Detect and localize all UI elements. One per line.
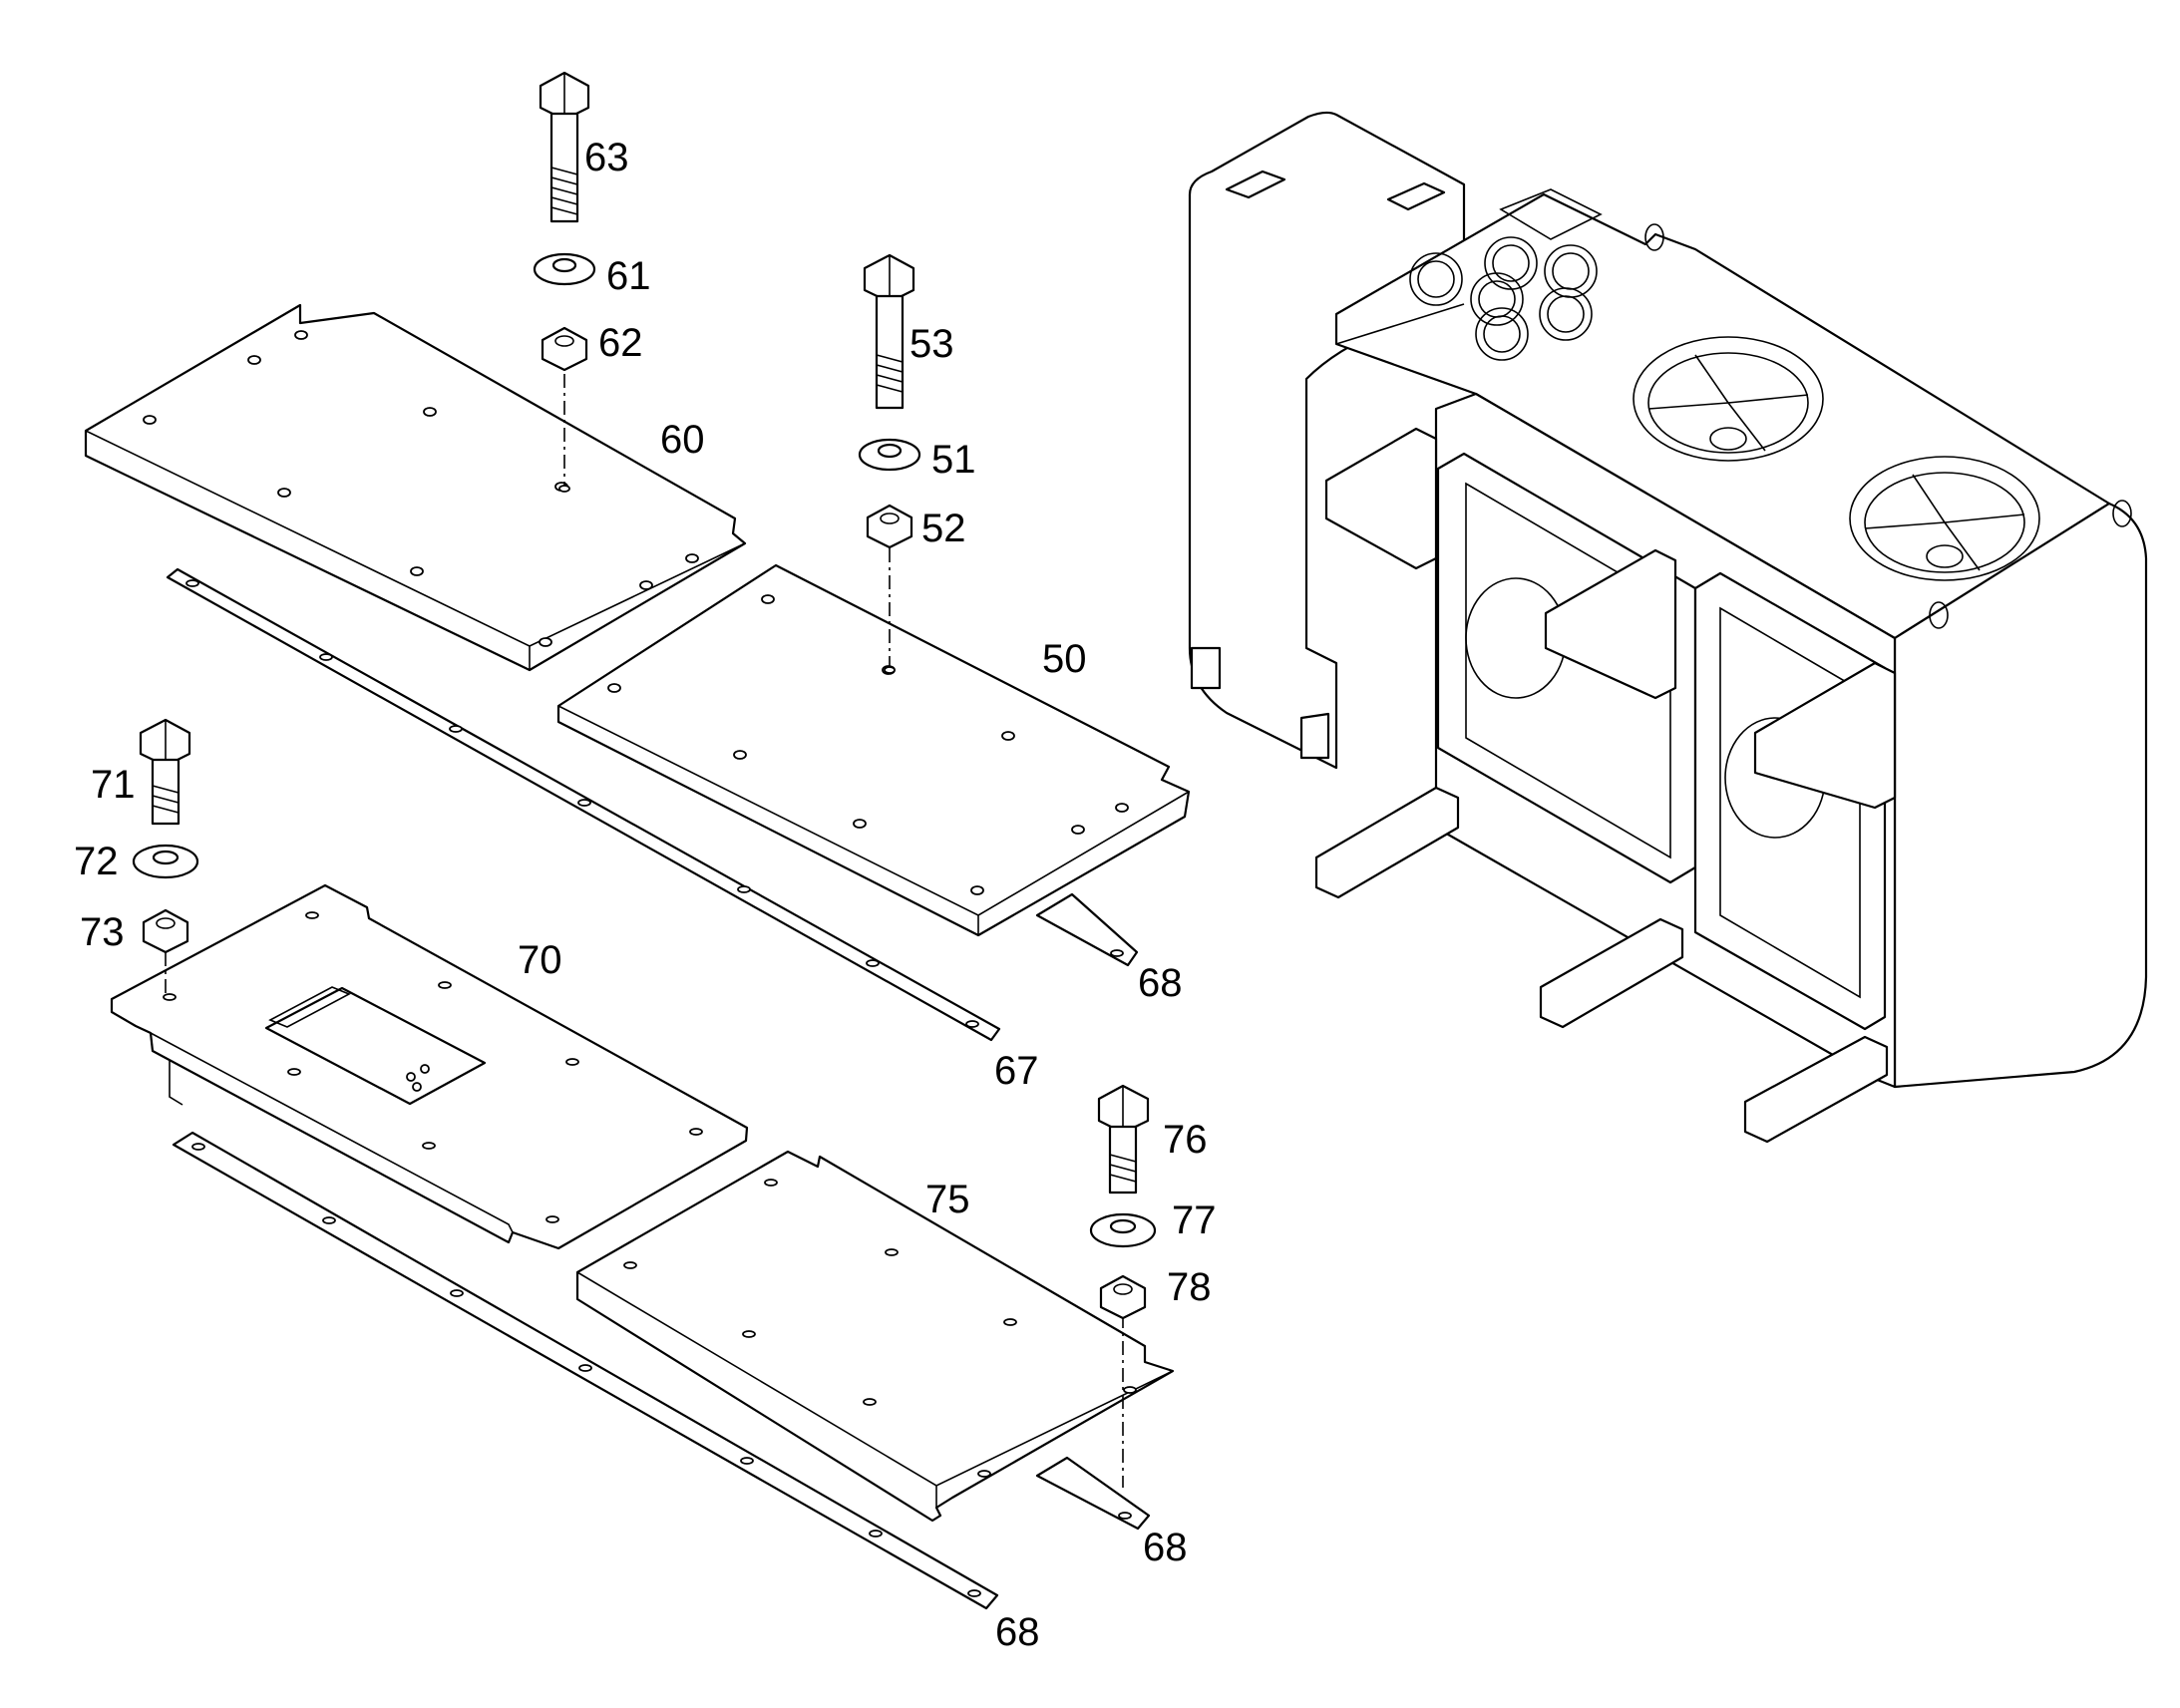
callout-60: 60: [660, 418, 705, 462]
callout-68-right: 68: [1143, 1526, 1188, 1569]
callout-68-upper: 68: [1138, 961, 1183, 1005]
bolt-assembly-53-51-52: [858, 253, 921, 674]
callout-73: 73: [80, 910, 125, 954]
callout-labels: 63 61 62 60 53 51 52 50 68 67 71 72 73 7…: [74, 136, 1217, 1654]
strip-67: [166, 567, 1001, 1042]
plate-60: [84, 303, 747, 672]
callout-68-lower: 68: [995, 1610, 1040, 1654]
machine-assembly: [1188, 111, 2148, 1144]
callout-70: 70: [518, 938, 562, 982]
callout-51: 51: [931, 438, 976, 482]
plate-75: [575, 1150, 1175, 1531]
strip-68-lower: [172, 1131, 999, 1610]
callout-61: 61: [606, 254, 651, 298]
plate-50: [556, 563, 1191, 967]
callout-52: 52: [921, 507, 966, 550]
callout-63: 63: [584, 136, 629, 179]
callout-76: 76: [1163, 1118, 1208, 1162]
callout-67: 67: [994, 1049, 1039, 1093]
bolt-assembly-71-72-73: [132, 718, 199, 997]
callout-53: 53: [909, 322, 954, 366]
callout-71: 71: [91, 763, 136, 807]
callout-62: 62: [598, 321, 643, 365]
callout-78: 78: [1167, 1265, 1212, 1309]
callout-77: 77: [1172, 1198, 1217, 1242]
bolt-assembly-63-61-62: [533, 71, 596, 493]
callout-72: 72: [74, 840, 119, 883]
callout-75: 75: [925, 1178, 970, 1221]
plate-70: [110, 883, 749, 1250]
bolt-assembly-76-77-78: [1089, 1084, 1157, 1488]
callout-50: 50: [1042, 637, 1087, 681]
